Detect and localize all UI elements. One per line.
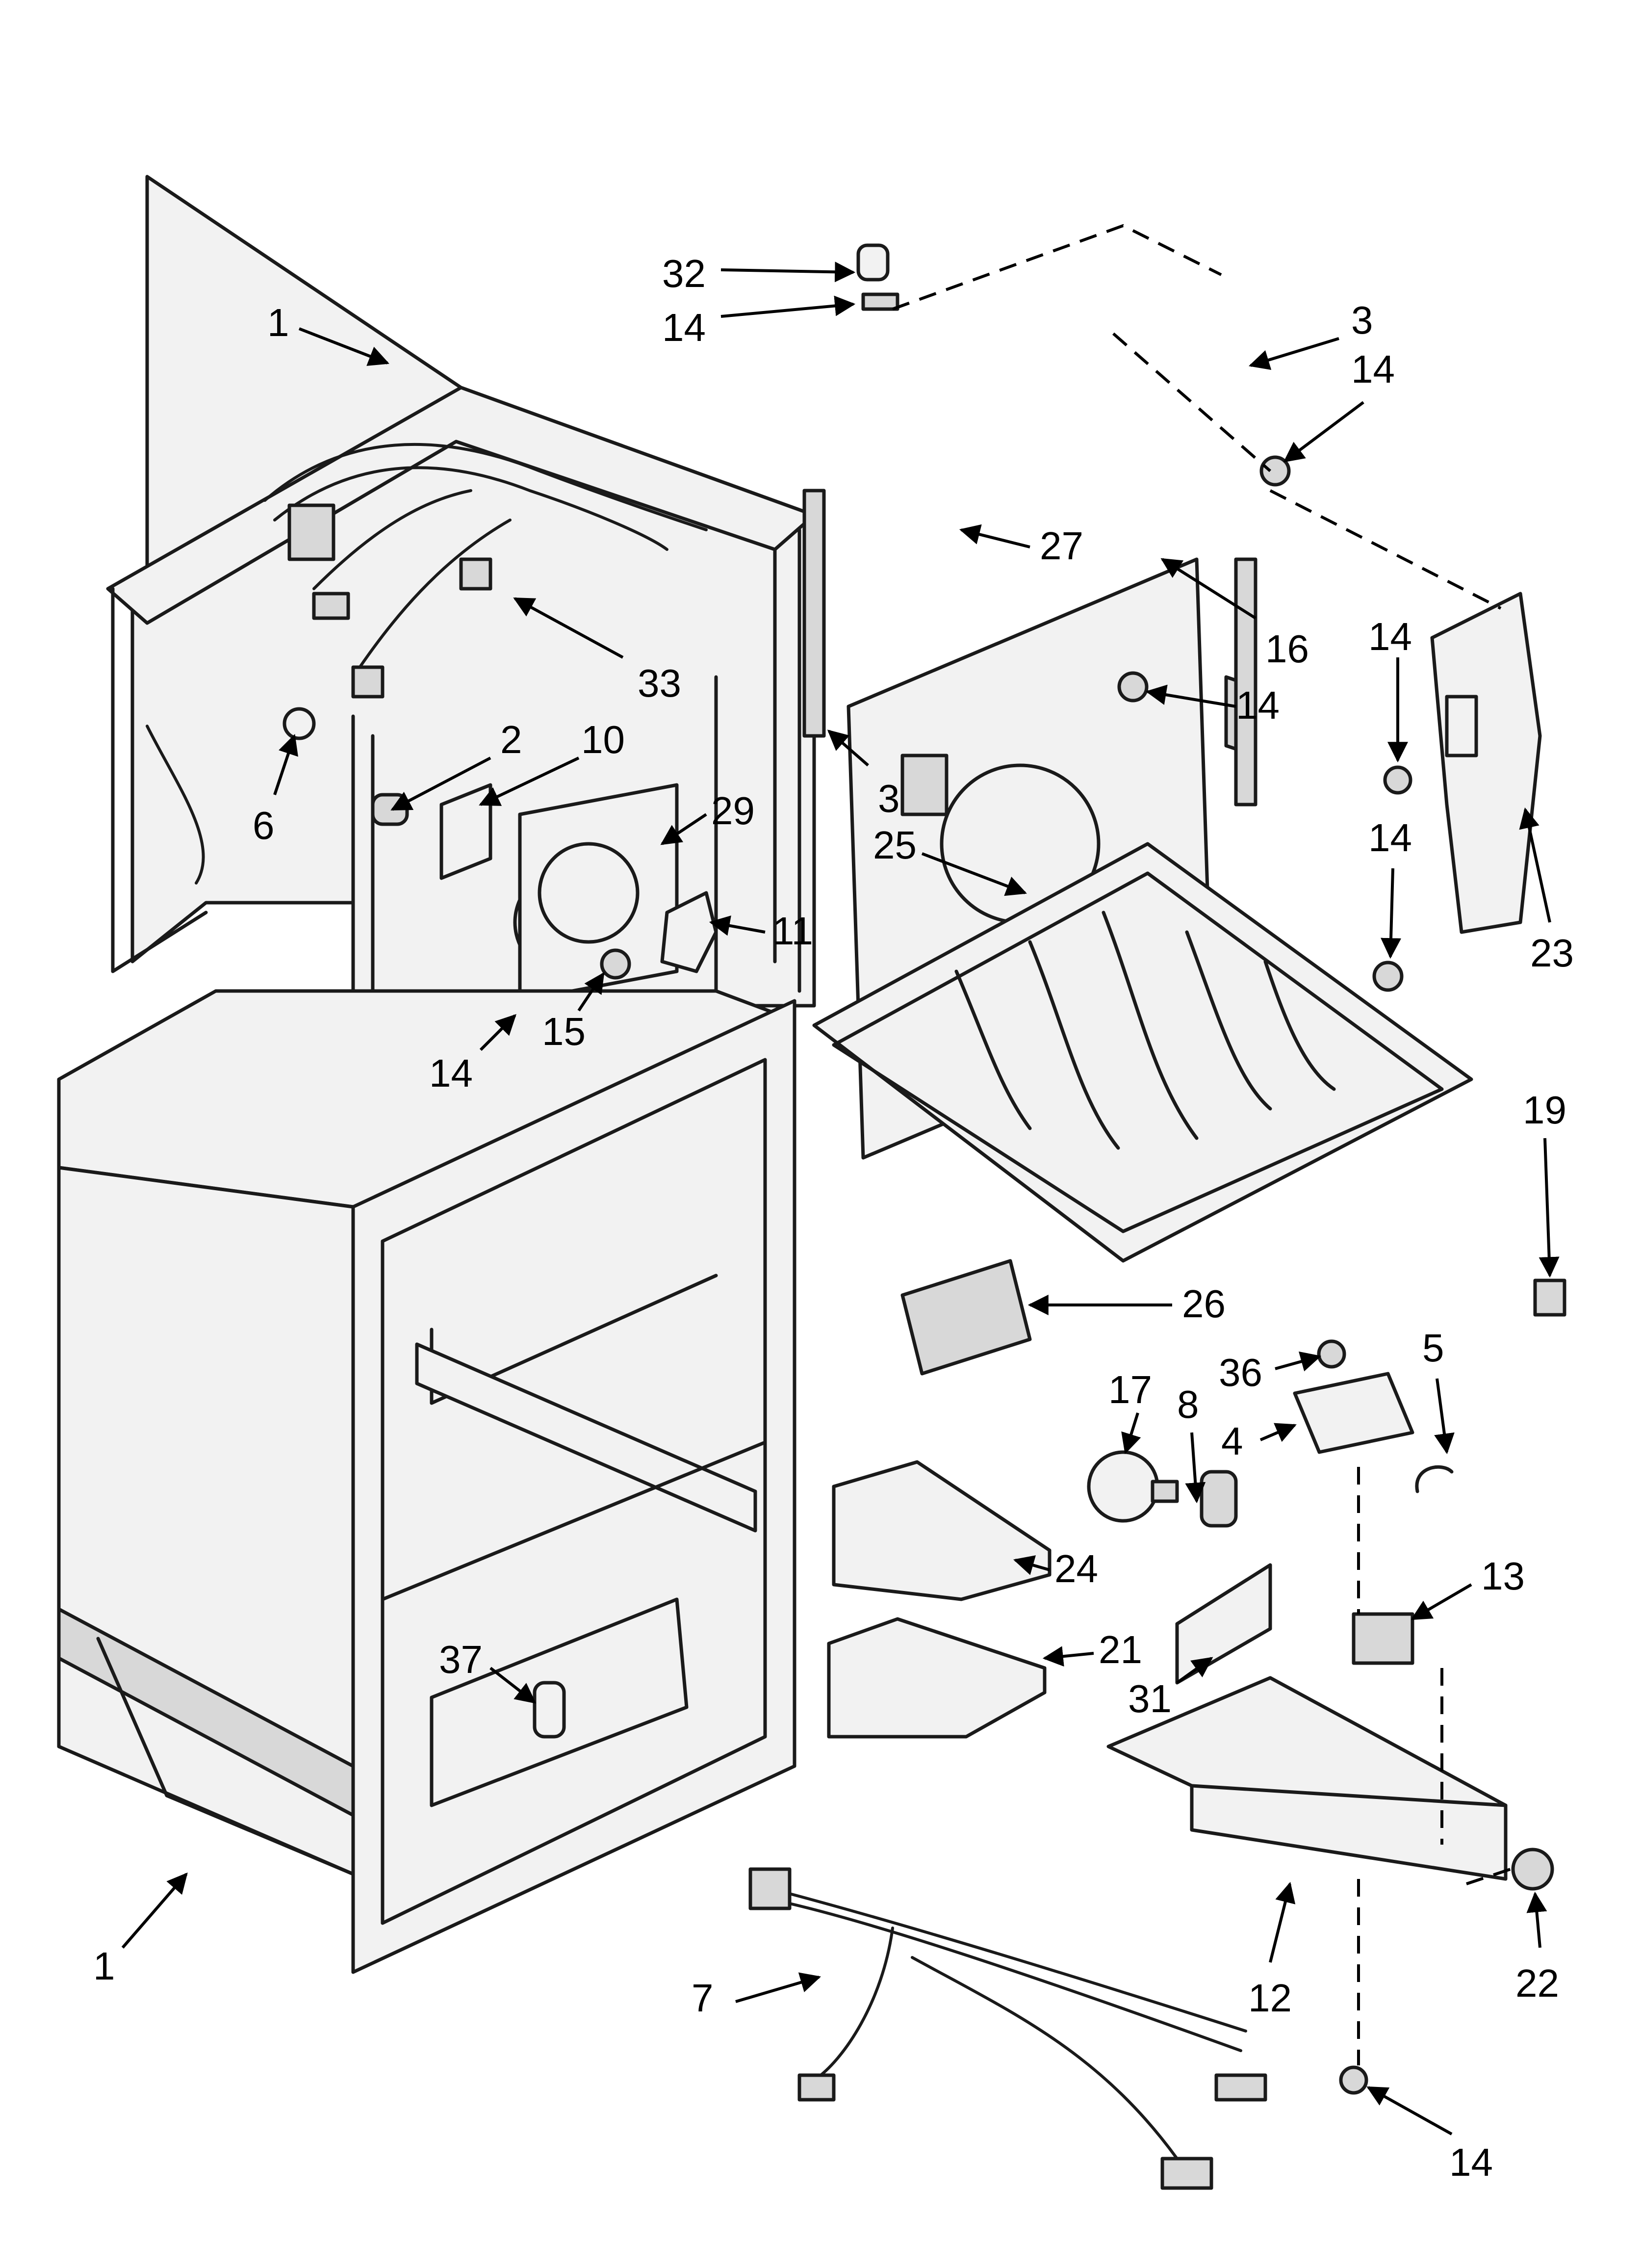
screw-14-plate xyxy=(1117,671,1149,703)
knob-part xyxy=(1511,1848,1554,1891)
fan-blade-part xyxy=(660,891,718,973)
light-bulb-part xyxy=(1087,1450,1179,1523)
callout-24: 24 xyxy=(1054,1547,1098,1590)
screw-14-duct xyxy=(1383,765,1412,795)
callout-16: 16 xyxy=(1265,627,1309,671)
callout-10: 10 xyxy=(581,718,625,761)
thermostat-part xyxy=(1352,1612,1414,1665)
callout-14-left: 14 xyxy=(429,1051,473,1095)
callout-2: 2 xyxy=(500,718,522,761)
callout-22: 22 xyxy=(1515,1961,1559,2005)
screw-15 xyxy=(600,948,631,980)
bracket-part-27 xyxy=(900,754,949,816)
clip-part-19 xyxy=(1533,1278,1566,1317)
control-housing-part xyxy=(1106,1676,1508,1881)
callout-36: 36 xyxy=(1219,1351,1262,1394)
socket-part-8 xyxy=(1200,1470,1238,1528)
screw-14-top xyxy=(861,292,899,311)
callout-25: 25 xyxy=(873,823,917,867)
callout-33: 33 xyxy=(638,661,681,705)
callout-1-top: 1 xyxy=(267,301,289,344)
main-liner-part xyxy=(57,989,796,1974)
callout-19: 19 xyxy=(1523,1088,1566,1132)
callout-3-lower: 3 xyxy=(878,777,900,820)
callout-12: 12 xyxy=(1248,1976,1292,2020)
light-shield-part-21 xyxy=(827,1617,1047,1739)
callout-21: 21 xyxy=(1099,1628,1142,1671)
callout-14-top: 14 xyxy=(662,306,706,349)
callout-32: 32 xyxy=(662,252,706,295)
callout-23: 23 xyxy=(1530,931,1574,975)
housing-part-26 xyxy=(900,1259,1032,1376)
callout-4: 4 xyxy=(1221,1419,1243,1463)
control-board-part xyxy=(1293,1372,1414,1454)
screw-14-upper-right xyxy=(1259,455,1291,487)
screw-14-bottom xyxy=(1339,2065,1368,2095)
callout-27: 27 xyxy=(1040,524,1083,568)
upper-wiring-part xyxy=(146,443,708,885)
callout-8: 8 xyxy=(1177,1382,1199,1426)
spacer-part-32 xyxy=(856,243,890,282)
callout-26: 26 xyxy=(1182,1282,1226,1326)
callout-31: 31 xyxy=(1128,1677,1172,1721)
callout-14-plate: 14 xyxy=(1236,683,1280,727)
wire-harness-part xyxy=(748,1867,1267,2190)
callout-14-upper-right: 14 xyxy=(1351,347,1395,391)
callout-7: 7 xyxy=(692,1976,714,2020)
callout-14-bottom: 14 xyxy=(1449,2140,1493,2184)
bracket-part-31 xyxy=(1175,1563,1272,1685)
callout-6: 6 xyxy=(253,804,275,847)
plug-part-6 xyxy=(282,707,316,740)
air-duct-part xyxy=(1430,592,1542,934)
callout-11: 11 xyxy=(772,909,813,953)
drain-fitting-part xyxy=(533,1681,566,1739)
light-shield-part-24 xyxy=(832,1460,1052,1601)
callout-3-upper: 3 xyxy=(1351,298,1373,342)
callout-13: 13 xyxy=(1481,1554,1525,1598)
callout-15: 15 xyxy=(542,1010,586,1053)
callout-1-bottom: 1 xyxy=(93,1944,115,1988)
clip-part-5 xyxy=(1415,1465,1454,1493)
gasket-part-right xyxy=(1234,557,1257,807)
callout-14-duct: 14 xyxy=(1368,615,1412,658)
tray-part xyxy=(812,842,1473,1263)
callout-17: 17 xyxy=(1108,1368,1152,1411)
callout-14-tray: 14 xyxy=(1368,816,1412,860)
evaporator-fan-assembly-part xyxy=(371,783,679,1003)
callout-5: 5 xyxy=(1422,1326,1444,1370)
screw-14-tray xyxy=(1372,961,1404,992)
callout-37: 37 xyxy=(439,1638,483,1681)
screw-36 xyxy=(1317,1339,1346,1369)
callout-29: 29 xyxy=(711,789,755,833)
gasket-part-left xyxy=(802,489,826,738)
